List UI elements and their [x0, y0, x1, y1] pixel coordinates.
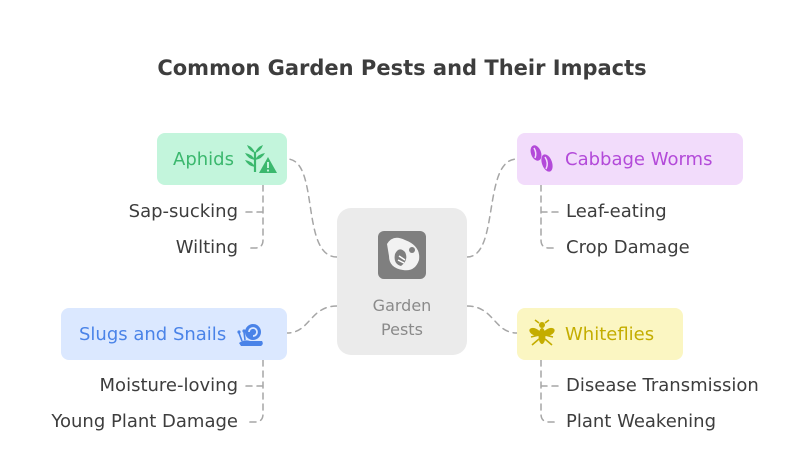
connector-cabbage-worms: [466, 158, 518, 258]
worm-icon: [527, 144, 557, 174]
impact-whiteflies-2: Plant Weakening: [566, 411, 717, 432]
impact-aphids-1: Sap-sucking: [128, 201, 238, 222]
pest-node-slugs-snails: Slugs and Snails: [61, 308, 287, 360]
connector-aphids-impacts: [245, 184, 264, 249]
snail-icon: [236, 319, 266, 349]
center-label: Garden Pests: [372, 296, 432, 339]
bug-icon: [377, 230, 427, 284]
pest-label-cabbage-worms: Cabbage Worms: [565, 148, 713, 170]
impact-slugs-snails-1: Moisture-loving: [99, 375, 238, 396]
pest-node-cabbage-worms: Cabbage Worms: [517, 133, 743, 185]
impact-whiteflies-1: Disease Transmission: [566, 375, 759, 396]
center-node: Garden Pests: [337, 208, 467, 355]
pest-node-whiteflies: Whiteflies: [517, 308, 683, 360]
pest-node-aphids: Aphids: [157, 133, 287, 185]
pest-label-whiteflies: Whiteflies: [565, 323, 655, 345]
diagram-title: Common Garden Pests and Their Impacts: [157, 56, 647, 80]
plant-warning-icon: [244, 144, 278, 174]
connector-slugs-impacts: [245, 359, 264, 423]
connector-whiteflies-impacts: [540, 359, 559, 423]
impact-slugs-snails-2: Young Plant Damage: [51, 411, 238, 432]
fly-icon: [527, 319, 557, 349]
connector-slugs: [286, 305, 338, 334]
pest-label-aphids: Aphids: [173, 148, 234, 170]
impact-cabbage-worms-2: Crop Damage: [566, 237, 690, 258]
impact-cabbage-worms-1: Leaf-eating: [566, 201, 667, 222]
impact-aphids-2: Wilting: [175, 237, 238, 258]
connector-whiteflies: [466, 305, 518, 334]
connector-aphids: [286, 158, 338, 258]
connector-cabbage-impacts: [540, 184, 559, 249]
pest-label-slugs-snails: Slugs and Snails: [79, 323, 227, 345]
